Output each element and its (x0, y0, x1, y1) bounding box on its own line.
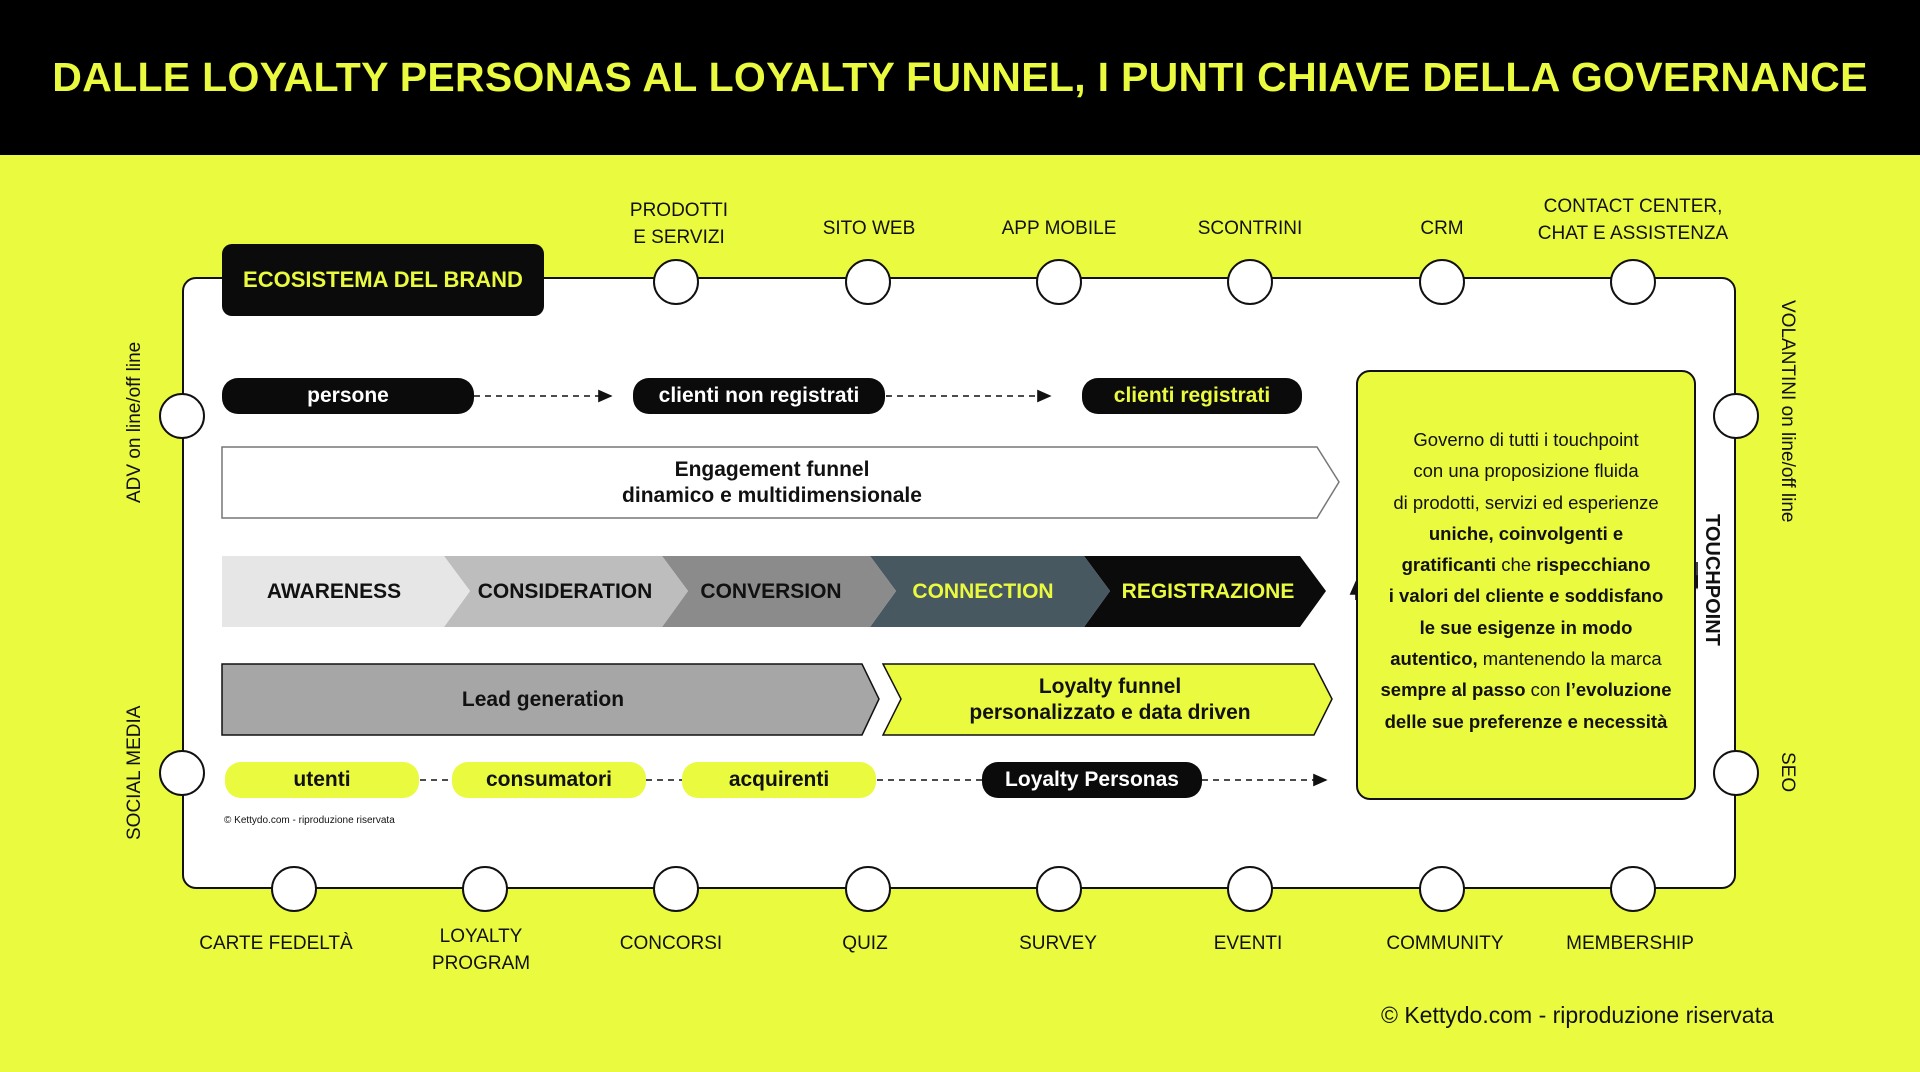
pill-clienti-non-registrati: clienti non registrati (633, 378, 885, 414)
brand-ecosystem-label: ECOSISTEMA DEL BRAND (222, 244, 544, 316)
touchpoint-label-eventi: EVENTI (1213, 933, 1283, 954)
touchpoint-node-crm (1419, 259, 1465, 305)
touchpoint-node-carte-fedelta (271, 866, 317, 912)
stage-consideration-shape (444, 556, 688, 627)
lead-loyalty-arrows (221, 663, 1333, 736)
touchpoint-node-sito-web (845, 259, 891, 305)
pill-loyalty-personas: Loyalty Personas (982, 762, 1202, 798)
touchpoint-node-adv (159, 393, 205, 439)
touchpoint-node-survey (1036, 866, 1082, 912)
stage-awareness-shape (222, 556, 470, 627)
touchpoint-label-concorsi: CONCORSI (619, 933, 723, 954)
touchpoint-label-sito-web: SITO WEB (822, 218, 916, 239)
touchpoint-node-membership (1610, 866, 1656, 912)
touchpoint-label-app-mobile: APP MOBILE (1001, 218, 1117, 239)
touchpoint-node-contact-center (1610, 259, 1656, 305)
touchpoint-label-quiz: QUIZ (842, 933, 888, 954)
touchpoint-node-prodotti (653, 259, 699, 305)
touchpoint-label-crm: CRM (1420, 218, 1464, 239)
stage-consideration: CONSIDERATION (477, 579, 653, 603)
touchpoint-node-scontrini (1227, 259, 1273, 305)
touchpoint-node-loyalty-program (462, 866, 508, 912)
inner-copyright: © Kettydo.com - riproduzione riservata (224, 815, 395, 826)
touchpoint-vertical-label: TOUCHPOINT (1698, 510, 1725, 650)
stage-awareness: AWARENESS (266, 579, 402, 603)
header-banner: DALLE LOYALTY PERSONAS AL LOYALTY FUNNEL… (0, 0, 1920, 155)
stage-connection-shape (870, 556, 1110, 627)
touchpoint-node-community (1419, 866, 1465, 912)
lead-generation-shape (221, 663, 880, 736)
stage-connection: CONNECTION (912, 579, 1054, 603)
stage-registrazione-shape (1084, 556, 1300, 627)
touchpoint-label-contact-center: CONTACT CENTER,CHAT E ASSISTENZA (1537, 196, 1729, 244)
touchpoint-label-membership: MEMBERSHIP (1566, 933, 1694, 954)
stage-conversion-shape (662, 556, 896, 627)
touchpoint-label-carte-fedelta: CARTE FEDELTÀ (199, 933, 353, 954)
footer-copyright: © Kettydo.com - riproduzione riservata (1381, 1002, 1774, 1028)
lead-generation-label: Lead generation (461, 687, 625, 711)
loyalty-funnel-shape (881, 663, 1333, 736)
engagement-funnel-arrow (221, 446, 1340, 519)
touchpoint-node-eventi (1227, 866, 1273, 912)
touchpoint-label-community: COMMUNITY (1386, 933, 1504, 954)
touchpoint-node-social-media (159, 750, 205, 796)
pill-acquirenti: acquirenti (682, 762, 876, 798)
pill-consumatori: consumatori (452, 762, 646, 798)
pill-utenti: utenti (225, 762, 419, 798)
pill-persone: persone (222, 378, 474, 414)
touchpoint-label-scontrini: SCONTRINI (1197, 218, 1303, 239)
touchpoint-node-quiz (845, 866, 891, 912)
touchpoint-node-volantini (1713, 393, 1759, 439)
page-title: DALLE LOYALTY PERSONAS AL LOYALTY FUNNEL… (52, 54, 1868, 100)
pill-clienti-registrati: clienti registrati (1082, 378, 1302, 414)
touchpoint-node-concorsi (653, 866, 699, 912)
touchpoint-label-survey: SURVEY (1019, 933, 1097, 954)
governance-box: Governo di tutti i touchpoint con una pr… (1356, 370, 1696, 800)
funnel-stages (222, 556, 1326, 627)
stage-conversion: CONVERSION (700, 579, 842, 603)
touchpoint-node-seo (1713, 750, 1759, 796)
stage-registrazione: REGISTRAZIONE (1121, 579, 1295, 603)
touchpoint-node-app-mobile (1036, 259, 1082, 305)
